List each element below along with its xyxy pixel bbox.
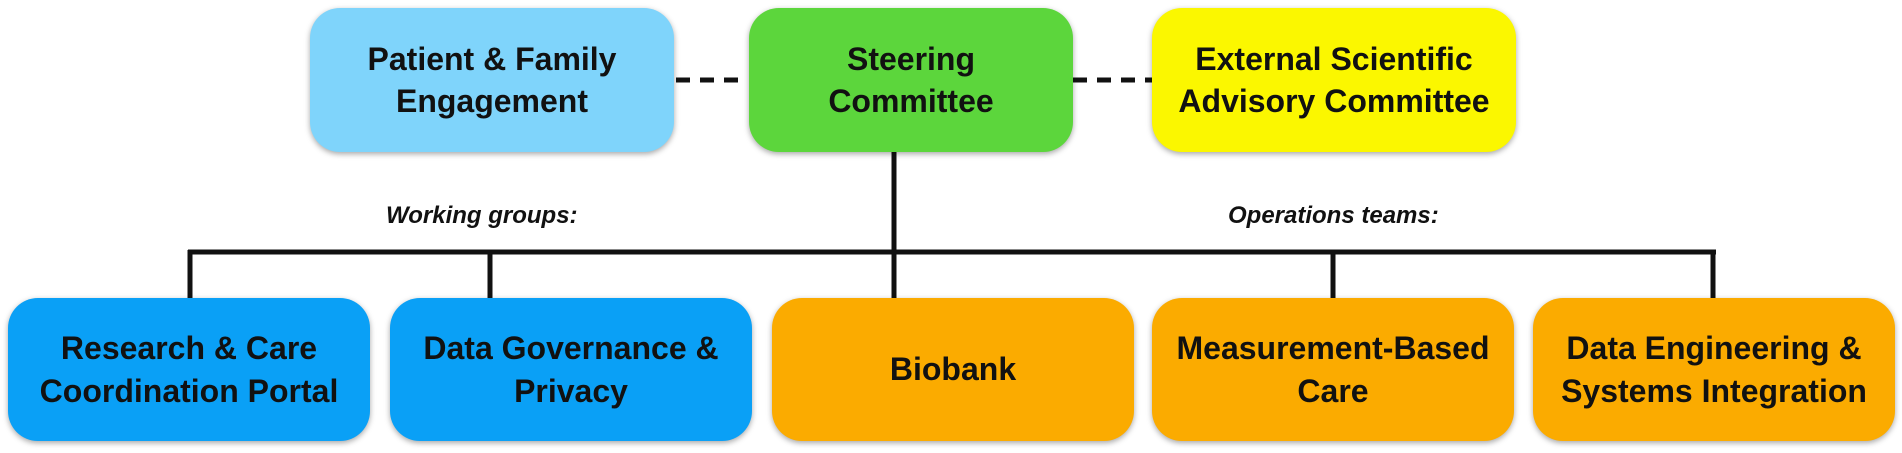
measurement-based-care-label: Measurement-Based Care <box>1176 330 1490 409</box>
data-governance-privacy-label: Data Governance & Privacy <box>423 330 719 409</box>
steering-committee-label: Steering Committee <box>828 40 994 119</box>
patient-family-engagement-label: Patient & Family Engagement <box>367 40 617 119</box>
patient-family-engagement-box: Patient & Family Engagement <box>310 8 674 152</box>
research-care-portal-label: Research & Care Coordination Portal <box>39 330 339 409</box>
external-advisory-committee-box: External Scientific Advisory Committee <box>1152 8 1516 152</box>
external-advisory-committee-label: External Scientific Advisory Committee <box>1178 40 1490 119</box>
operations-teams-label: Operations teams: <box>1228 202 1439 229</box>
biobank-box: Biobank <box>772 298 1134 441</box>
working-groups-label: Working groups: <box>386 202 578 229</box>
measurement-based-care-box: Measurement-Based Care <box>1152 298 1514 441</box>
data-governance-privacy-box: Data Governance & Privacy <box>390 298 752 441</box>
steering-committee-box: Steering Committee <box>749 8 1073 152</box>
research-care-portal-box: Research & Care Coordination Portal <box>8 298 370 441</box>
data-engineering-integration-box: Data Engineering & Systems Integration <box>1533 298 1895 441</box>
data-engineering-integration-label: Data Engineering & Systems Integration <box>1561 330 1867 409</box>
biobank-label: Biobank <box>889 351 1017 388</box>
